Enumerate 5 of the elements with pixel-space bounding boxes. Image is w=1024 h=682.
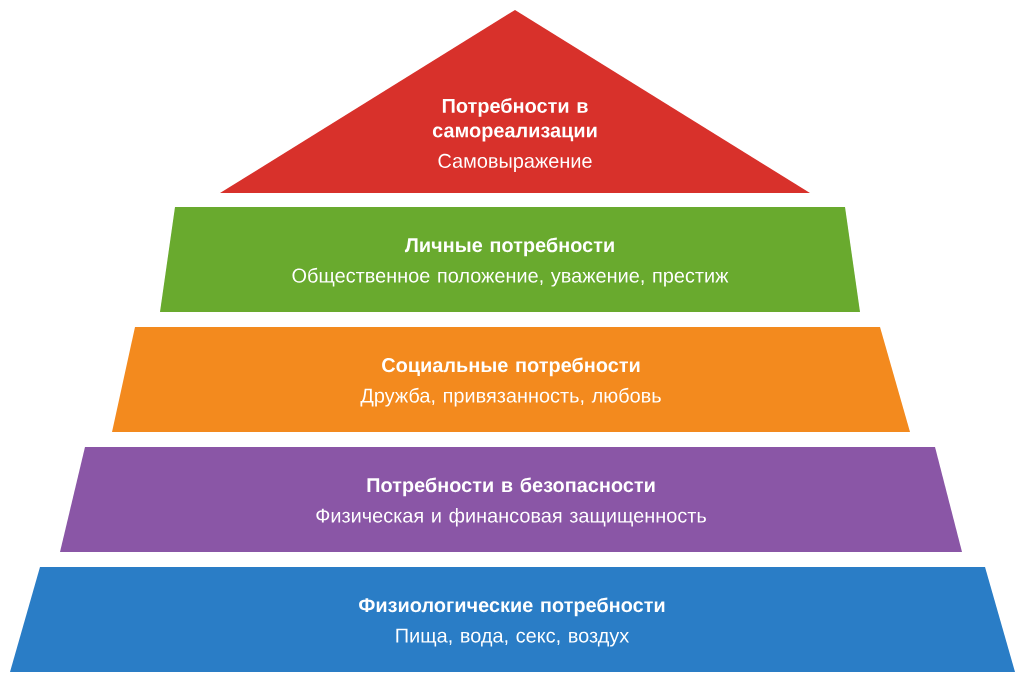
pyramid-level-band: Потребности в безопасности Физическая и финансовая защищенность [60,447,962,552]
pyramid-level-band: Физиологические потребности Пища, вода, секс, воздух [10,567,1015,672]
pyramid-level-band: Социальные потребности Дружба, привязанность, любовь [112,327,910,432]
pyramid-level-band: Личные потребности Общественное положение, уважение, престиж [160,207,860,312]
pyramid-top-triangle: Потребности в самореализации Самовыражение [220,10,810,193]
